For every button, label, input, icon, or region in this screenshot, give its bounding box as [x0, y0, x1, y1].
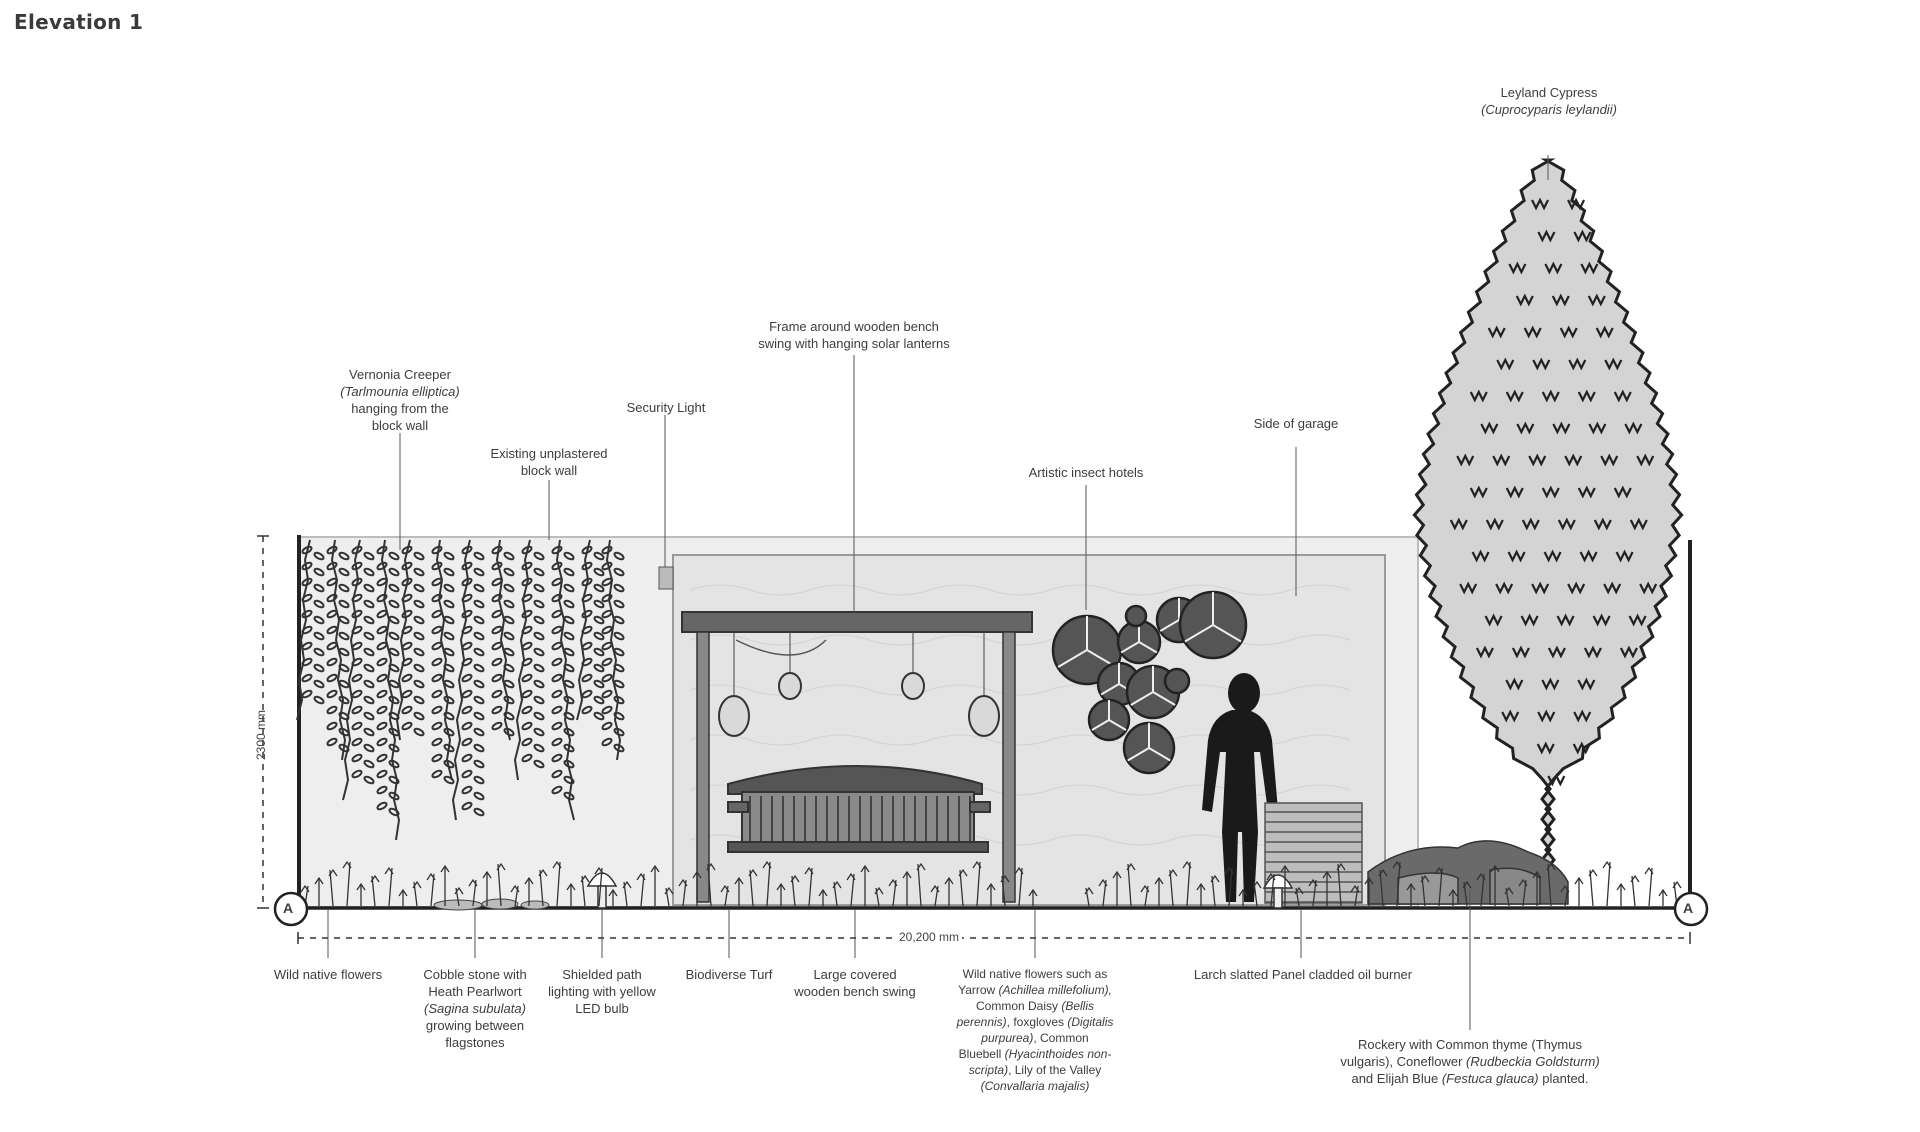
label-leyland-cypress: Leyland Cypress (Cuprocyparis leylandii)	[1481, 85, 1617, 117]
insect-hotels	[1051, 590, 1248, 775]
section-marker-right: A	[1683, 900, 1694, 916]
person-silhouette	[1202, 673, 1278, 902]
security-light	[658, 566, 674, 590]
tree-texture	[1449, 197, 1658, 787]
dimension-lines	[257, 535, 1691, 944]
label-wild-flowers-list: Wild native flowers such as Yarrow (Achi…	[956, 967, 1114, 1093]
cobble-stones	[433, 898, 550, 911]
bench-swing-frame	[681, 611, 1033, 903]
solar-lanterns	[718, 632, 1000, 737]
label-block-wall: Existing unplastered block wall	[490, 446, 608, 478]
label-bench-swing: Large covered wooden bench swing	[794, 967, 916, 999]
leader-lines	[327, 155, 1549, 1030]
wooden-bench	[727, 765, 991, 853]
label-wild-native-flowers: Wild native flowers	[273, 967, 383, 982]
label-side-of-garage: Side of garage	[1253, 416, 1339, 431]
section-markers	[273, 891, 1709, 927]
label-path-lighting: Shielded path lighting with yellow LED b…	[548, 967, 656, 1016]
label-swing-frame: Frame around wooden bench swing with han…	[758, 319, 950, 351]
label-vernonia-creeper: Vernonia Creeper (Tarlmounia elliptica) …	[340, 367, 460, 433]
label-biodiverse-turf: Biodiverse Turf	[685, 967, 773, 982]
label-cobble-stone: Cobble stone with Heath Pearlwort (Sagin…	[423, 967, 527, 1050]
vernonia-creeper	[296, 539, 625, 841]
label-larch-oil-burner: Larch slatted Panel cladded oil burner	[1193, 967, 1413, 982]
label-insect-hotels: Artistic insect hotels	[1028, 465, 1144, 480]
leyland-cypress-tree	[1412, 158, 1684, 872]
label-rockery: Rockery with Common thyme (Thymus vulgar…	[1340, 1037, 1600, 1086]
label-security-light: Security Light	[626, 400, 706, 415]
rockery	[1367, 840, 1569, 905]
section-marker-left: A	[283, 900, 294, 916]
height-dimension-label: 2300 mm	[254, 709, 268, 760]
width-dimension-label: 20,200 mm	[896, 930, 963, 944]
wild-flowers	[300, 860, 1682, 907]
page-title: Elevation 1	[14, 10, 144, 34]
